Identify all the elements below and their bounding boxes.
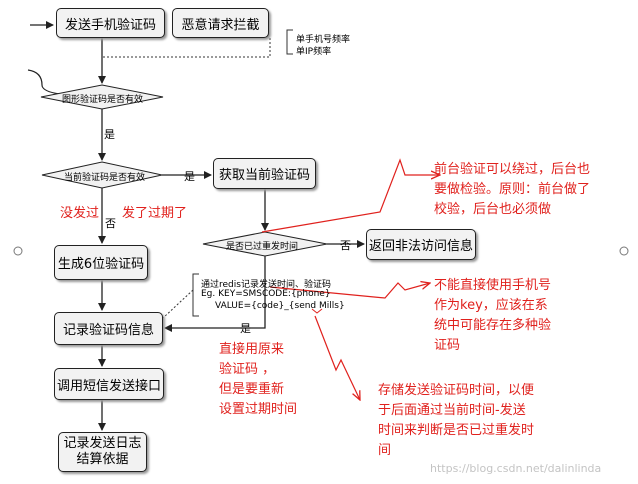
annotation-sent-expired: 发了过期了 [122,206,188,221]
annotation-reuse-line-4: 设置过期时间 [219,402,298,417]
annotation-reuse-line-2: 验证码 ， [219,362,276,377]
node-send-code: 发送手机验证码 [56,8,165,38]
annotation-phone-key-line-1: 不能直接使用手机号 [434,278,552,293]
annotation-reuse-code: 直接用原来 验证码 ， 但是要重新 设置过期时间 [219,340,297,420]
label-yes-resend: 是 [240,322,251,335]
annotation-phone-key-line-3: 统中可能存在多种验 [434,318,552,333]
edge-resend-yes [164,256,266,332]
red-arrow-phone-key [269,283,430,299]
send-mills-underline [311,308,323,314]
annotation-reuse-line-1: 直接用原来 [219,342,285,357]
redis-dotted-link [162,289,194,319]
watermark-text: https://blog.csdn.net/dalinlinda [430,462,602,475]
right-edge-handle[interactable] [619,246,629,256]
annotation-frontend-check: 前台验证可以绕过，后台也 要做检验。原则：前台做了 校验，后台也必须做 [434,160,590,220]
decision-captcha-label: 图形验证码是否有效 [62,95,144,105]
label-no-code: 否 [105,217,116,230]
decision-resend-label: 是否已过重发时间 [226,242,299,252]
label-yes-captcha: 是 [104,128,115,141]
frequency-bracket [286,29,293,55]
node-gen-code: 生成6位验证码 [54,245,148,280]
annotation-store-line-3: 时间来判断是否已过重发时 [378,423,535,438]
note-freq-ip: 单IP频率 [296,47,332,57]
annotation-phone-key: 不能直接使用手机号 作为key，应该在系 统中可能存在多种验 证码 [434,276,551,356]
red-arrow-store-time [314,315,360,400]
label-yes-code: 是 [184,170,195,183]
red-arrow-frontend [261,158,440,233]
label-no-resend: 否 [340,239,351,252]
annotation-reuse-line-3: 但是要重新 [219,382,285,397]
node-get-current: 获取当前验证码 [213,158,316,189]
annotation-store-line-1: 存储发送验证码时间，以便 [378,383,535,398]
annotation-frontend-line-3: 校验，后台也必须做 [434,202,552,217]
node-call-sms: 调用短信发送接口 [54,368,164,400]
annotation-frontend-line-1: 前台验证可以绕过，后台也 [434,162,591,177]
note-redis-3: VALUE={code}_{send Mills} [215,301,345,311]
send-log-line-2: 结算依据 [76,452,129,467]
node-return-illegal: 返回非法访问信息 [366,229,476,260]
annotation-frontend-line-2: 要做检验。原则：前台做了 [434,182,591,197]
note-redis-2: Eg. KEY=SMSCODE:{phone} [201,289,331,299]
note-redis-1: 通过redis记录发送时间、验证码 [201,280,331,290]
annotation-not-sent: 没发过 [60,206,100,221]
malicious-dotted-link [102,38,271,58]
node-block-malicious: 恶意请求拦截 [172,8,269,38]
node-send-log: 记录发送日志 结算依据 [58,432,147,472]
node-record-code: 记录验证码信息 [54,312,163,345]
send-log-line-1: 记录发送日志 [63,436,142,451]
annotation-phone-key-line-2: 作为key，应该在系 [434,298,548,313]
annotation-store-line-2: 于后面通过当前时间-发送 [378,403,526,418]
annotation-store-line-4: 间 [378,443,392,458]
annotation-store-time: 存储发送验证码时间，以便 于后面通过当前时间-发送 时间来判断是否已过重发时 间 [378,381,534,461]
redis-note-bracket [192,273,199,317]
decision-code-label: 当前验证码是否有效 [64,173,146,183]
note-freq-phone: 单手机号频率 [296,35,351,45]
left-edge-handle[interactable] [13,246,23,256]
annotation-phone-key-line-4: 证码 [434,338,461,353]
